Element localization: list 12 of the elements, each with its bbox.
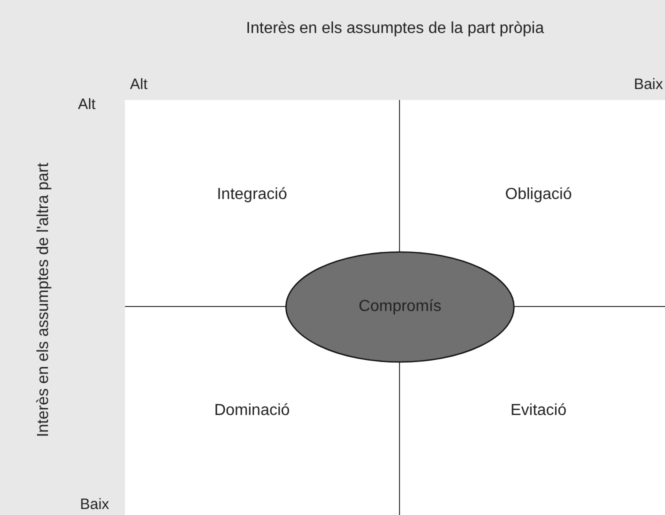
axis-title: Interès en els assumptes de l'altra part <box>35 162 53 438</box>
axis-title: Interès en els assumptes de la part pròpia <box>246 20 544 38</box>
quadrant-label: Evitació <box>510 402 567 420</box>
quadrant-label: Dominació <box>214 402 290 420</box>
quadrant-label: Integració <box>216 186 288 204</box>
ellipse-node <box>285 251 515 363</box>
axis-end-label: Baix <box>80 496 110 513</box>
ellipse-label: Compromís <box>358 298 442 316</box>
axis-end-label: Baix <box>634 76 663 93</box>
axis-end-label: Alt <box>78 96 96 113</box>
axis-end-label: Alt <box>130 76 148 93</box>
quadrant-label: Obligació <box>505 186 572 204</box>
